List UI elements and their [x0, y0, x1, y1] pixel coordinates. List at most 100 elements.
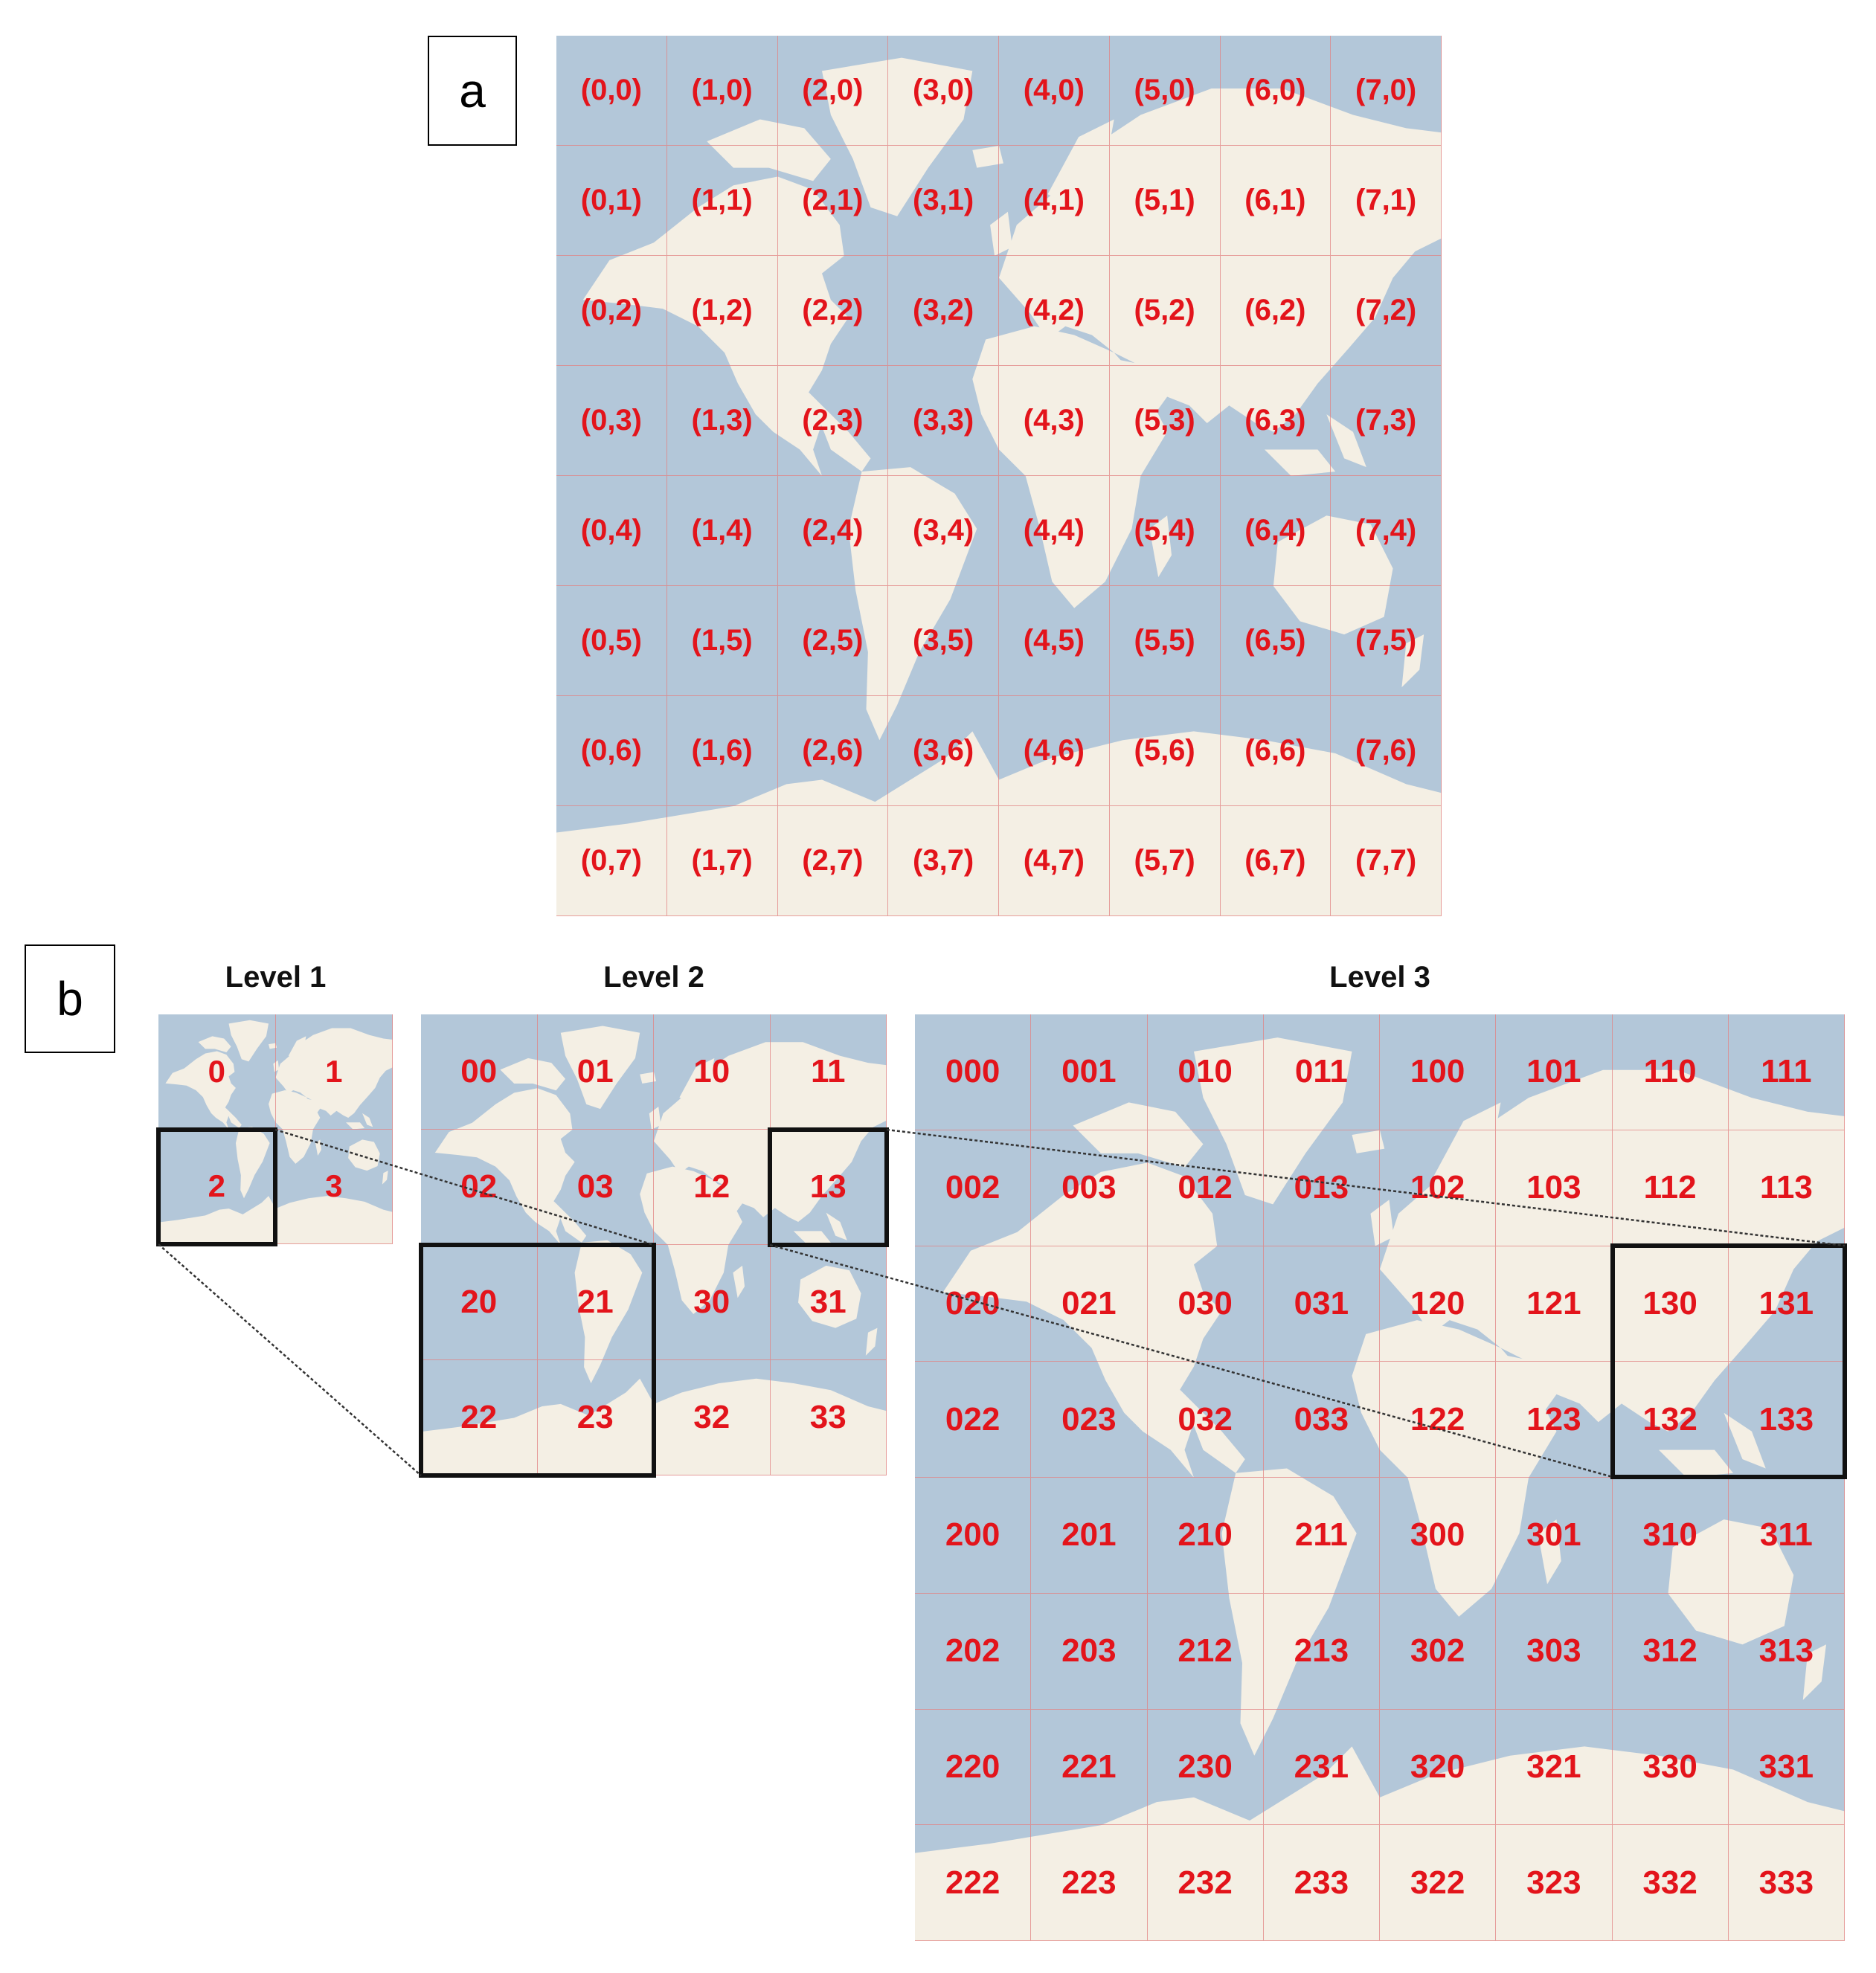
tile-label: 321	[1496, 1709, 1613, 1826]
tile-label: (4,7)	[999, 806, 1110, 916]
landmass	[275, 1028, 393, 1119]
tile-label: (6,7)	[1220, 806, 1331, 916]
tile-label: (7,1)	[1331, 146, 1442, 256]
tile-label: 11	[770, 1014, 887, 1130]
landmass	[500, 1058, 566, 1091]
tile-label: (3,1)	[888, 146, 999, 256]
tile-label: 201	[1031, 1478, 1148, 1594]
landmass	[582, 176, 849, 476]
tile-label: 131	[1728, 1246, 1845, 1362]
landmass	[269, 1043, 277, 1049]
tile-label: 203	[1031, 1593, 1148, 1710]
tile-label: 13	[770, 1130, 887, 1245]
tile-label: (1,0)	[666, 36, 778, 146]
tile-label: 311	[1728, 1478, 1845, 1594]
landmass	[225, 1107, 242, 1128]
tile-label: 31	[770, 1245, 887, 1360]
landmass	[822, 57, 973, 216]
tile-label: 333	[1728, 1825, 1845, 1941]
tile-label: (3,0)	[888, 36, 999, 146]
landmass	[848, 467, 977, 741]
world-map-background	[556, 36, 1442, 916]
landmass	[198, 1036, 231, 1052]
level-3-title: Level 3	[1329, 961, 1430, 994]
tile-label: (2,2)	[777, 256, 889, 366]
tile-label: (7,4)	[1331, 476, 1442, 586]
panel-a-tile-grid: (0,0)(1,0)(2,0)(3,0)(4,0)(5,0)(6,0)(7,0)…	[556, 36, 1442, 916]
tile-label: 200	[915, 1478, 1032, 1594]
landmass	[1802, 1644, 1826, 1701]
landmass	[556, 731, 1442, 916]
tile-label: (3,6)	[888, 696, 999, 806]
landmass	[1105, 357, 1168, 428]
tile-label: 10	[654, 1014, 771, 1130]
tile-label: 331	[1728, 1709, 1845, 1826]
tile-label: (5,7)	[1109, 806, 1221, 916]
tile-label: (4,5)	[999, 586, 1110, 696]
tile-label: (7,3)	[1331, 366, 1442, 476]
landmass	[367, 1072, 376, 1090]
tile-label: 03	[537, 1130, 654, 1245]
landmass	[1401, 634, 1424, 688]
tile-label: 013	[1263, 1130, 1380, 1246]
tile-label: (7,2)	[1331, 256, 1442, 366]
tile-label: 332	[1612, 1825, 1729, 1941]
tile-label: 222	[915, 1825, 1032, 1941]
tile-label: (2,0)	[777, 36, 889, 146]
landmass	[1668, 1519, 1794, 1645]
tile-label: 0	[158, 1014, 276, 1130]
tile-label: 322	[1380, 1825, 1497, 1941]
level-1-title: Level 1	[225, 961, 327, 994]
landmass	[649, 1107, 661, 1130]
landmass	[273, 1060, 280, 1072]
tile-label: 120	[1380, 1246, 1497, 1362]
tile-label: 221	[1031, 1709, 1148, 1826]
tile-label: (3,4)	[888, 476, 999, 586]
landmass	[710, 1182, 742, 1220]
tile-label: (1,5)	[666, 586, 778, 696]
landmass	[1265, 449, 1336, 476]
tile-label: (0,6)	[556, 696, 667, 806]
tile-label: (1,7)	[666, 806, 778, 916]
landmass	[915, 1746, 1845, 1941]
tile-label: 232	[1147, 1825, 1264, 1941]
landmass	[1538, 1519, 1561, 1585]
tile-label: (4,2)	[999, 256, 1110, 366]
tile-label: 021	[1031, 1246, 1148, 1362]
tile-label: (0,7)	[556, 806, 667, 916]
tile-label: (6,3)	[1220, 366, 1331, 476]
tile-label: 023	[1031, 1362, 1148, 1478]
tile-label: 211	[1263, 1478, 1380, 1594]
tile-label: 010	[1147, 1014, 1264, 1130]
landmass	[679, 1058, 715, 1107]
tile-label: (6,1)	[1220, 146, 1331, 256]
tile-label: 300	[1380, 1478, 1497, 1594]
tile-label: 123	[1496, 1362, 1613, 1478]
tile-label: (0,2)	[556, 256, 667, 366]
tile-label: (2,5)	[777, 586, 889, 696]
tile-label: (2,3)	[777, 366, 889, 476]
landmass	[1047, 119, 1114, 212]
tile-label: 33	[770, 1360, 887, 1475]
landmass	[303, 1098, 321, 1117]
tile-label: (4,6)	[999, 696, 1110, 806]
tile-label: 12	[654, 1130, 771, 1245]
tile-label: 233	[1263, 1825, 1380, 1941]
tile-label: 133	[1728, 1362, 1845, 1478]
landmass	[346, 1122, 365, 1130]
tile-label: 110	[1612, 1014, 1729, 1130]
landmass	[707, 119, 831, 181]
tile-label: (5,1)	[1109, 146, 1221, 256]
tile-label: (6,5)	[1220, 586, 1331, 696]
tile-label: 22	[421, 1360, 538, 1475]
tile-label: (1,3)	[666, 366, 778, 476]
tile-label: (1,1)	[666, 146, 778, 256]
tile-label: (1,4)	[666, 476, 778, 586]
tile-label: 323	[1496, 1825, 1613, 1941]
connector-2-bottom	[158, 1243, 422, 1476]
landmass	[972, 326, 1168, 608]
landmass	[972, 146, 1003, 168]
tile-label: 111	[1728, 1014, 1845, 1130]
tile-label: (1,2)	[666, 256, 778, 366]
